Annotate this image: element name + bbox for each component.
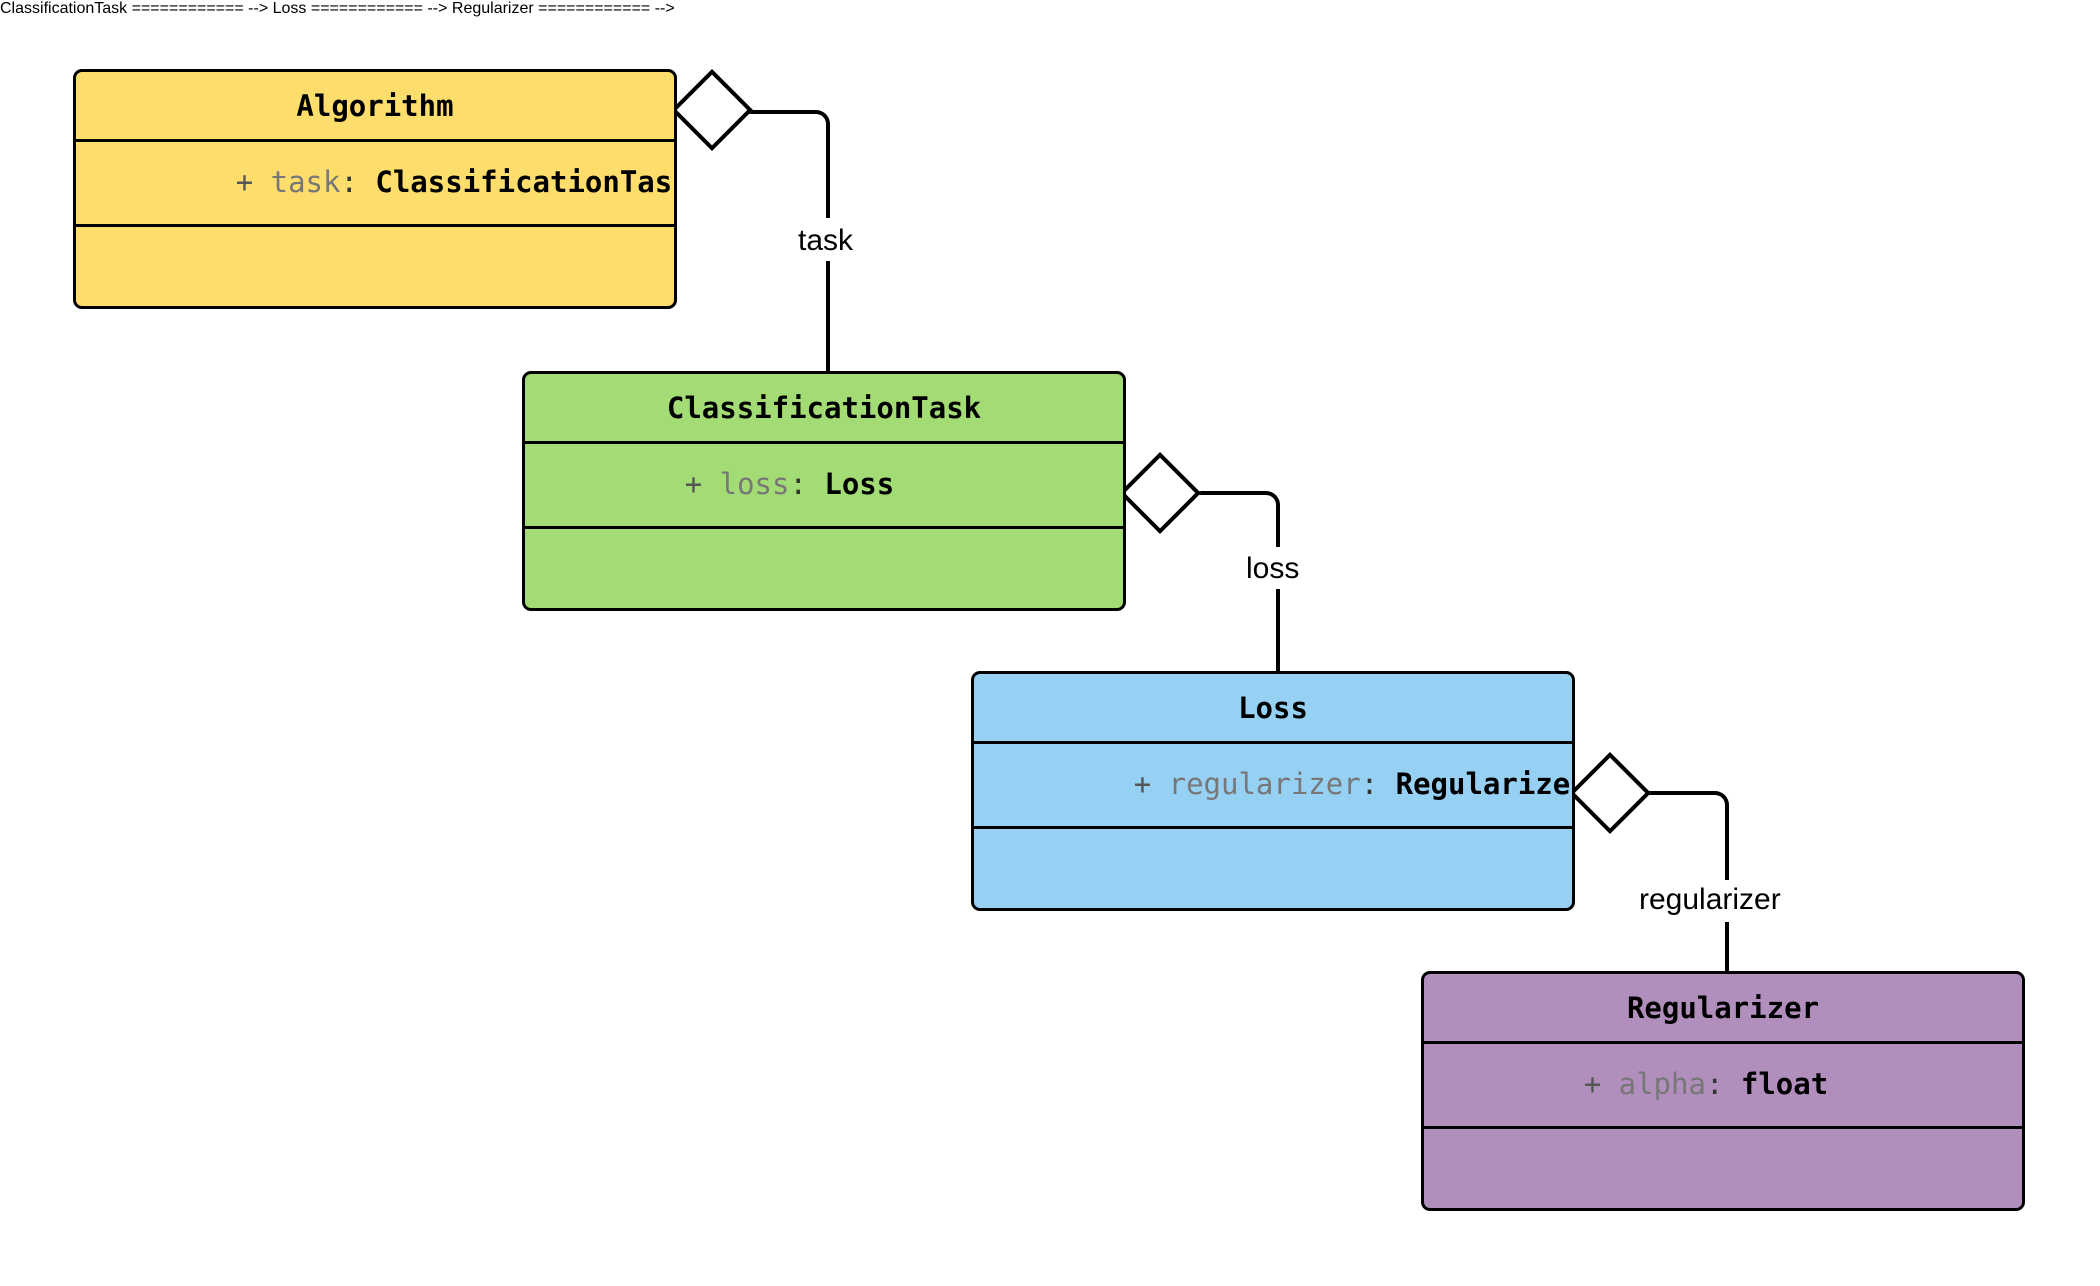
attr-name [253, 165, 270, 199]
uml-attributes-algorithm: + task: ClassificationTask [76, 142, 674, 227]
attr-colon: : [340, 165, 376, 200]
attr-name [1151, 767, 1168, 801]
attr-visibility: + [1133, 767, 1152, 802]
uml-attribute-row: + loss: Loss [525, 437, 895, 533]
uml-attributes-loss: + regularizer: Regularizer [974, 744, 1572, 829]
attr-identifier: regularizer [1168, 767, 1361, 802]
attr-colon: : [1705, 1067, 1741, 1102]
attr-identifier: task [270, 165, 341, 200]
edge-regularizer-vertical-lower [1725, 922, 1729, 974]
attr-type: Loss [824, 467, 895, 502]
edge-loss-vertical-upper [1276, 507, 1280, 547]
edge-label-task: task [792, 221, 860, 261]
edge-task-horizontal [735, 110, 815, 114]
edge-label-loss: loss [1240, 549, 1306, 589]
attr-type: ClassificationTask [375, 165, 677, 200]
uml-attribute-row: + task: ClassificationTask [76, 135, 677, 231]
attr-visibility: + [684, 467, 703, 502]
aggregation-diamond-regularizer [1568, 751, 1652, 835]
attr-visibility: + [1583, 1067, 1602, 1102]
uml-attributes-regularizer: + alpha: float [1424, 1044, 2022, 1129]
uml-class-classificationtask[interactable]: ClassificationTask + loss: Loss [522, 371, 1126, 611]
uml-attributes-classificationtask: + loss: Loss [525, 444, 1123, 529]
edge-regularizer-vertical-upper [1725, 807, 1729, 880]
edge-loss-horizontal [1184, 491, 1264, 495]
aggregation-diamond-task [670, 68, 754, 152]
attr-identifier: loss [719, 467, 790, 502]
uml-class-title-loss: Loss [974, 674, 1572, 744]
attr-visibility: + [235, 165, 254, 200]
attr-colon: : [1360, 767, 1396, 802]
attr-colon: : [789, 467, 825, 502]
edge-label-regularizer: regularizer [1633, 880, 1787, 920]
uml-class-regularizer[interactable]: Regularizer + alpha: float [1421, 971, 2025, 1211]
edge-task-vertical-lower [826, 260, 830, 375]
attr-type: float [1740, 1067, 1829, 1102]
attr-identifier: alpha [1618, 1067, 1706, 1102]
aggregation-diamond-loss [1118, 451, 1202, 535]
uml-attribute-row: + alpha: float [1424, 1037, 1828, 1133]
edge-loss-vertical-lower [1276, 588, 1280, 674]
uml-attribute-row: + regularizer: Regularizer [974, 737, 1575, 833]
uml-class-loss[interactable]: Loss + regularizer: Regularizer [971, 671, 1575, 911]
attr-name [1601, 1067, 1618, 1101]
edge-loss-corner [1262, 491, 1280, 509]
uml-class-title-classificationtask: ClassificationTask [525, 374, 1123, 444]
attr-name [702, 467, 719, 501]
uml-class-title-regularizer: Regularizer [1424, 974, 2022, 1044]
attr-type: Regularizer [1395, 767, 1575, 802]
edge-task-corner [812, 110, 830, 128]
edge-regularizer-horizontal [1634, 791, 1714, 795]
uml-class-algorithm[interactable]: Algorithm + task: ClassificationTask [73, 69, 677, 309]
uml-class-title-algorithm: Algorithm [76, 72, 674, 142]
edge-task-vertical-upper [826, 126, 830, 218]
edge-regularizer-corner [1711, 791, 1729, 809]
